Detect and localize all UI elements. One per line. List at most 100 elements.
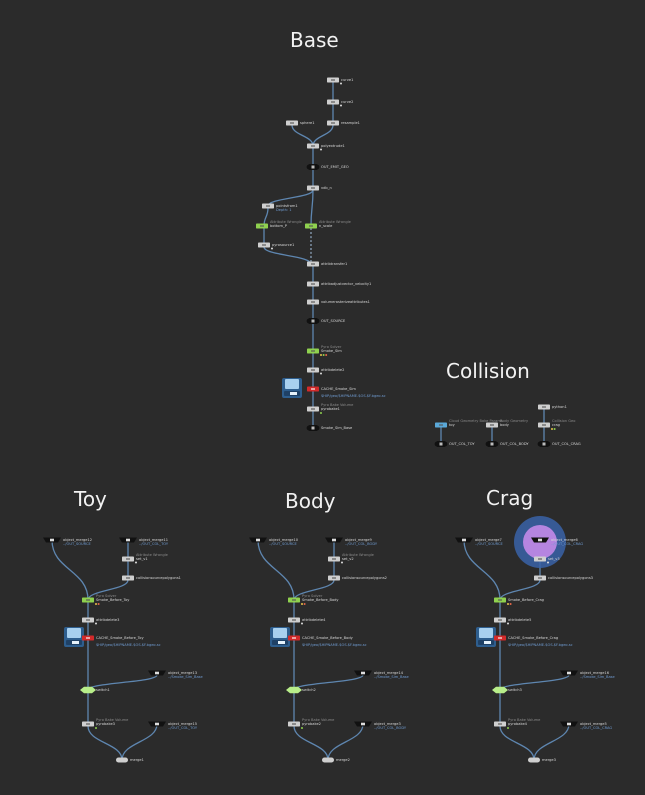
node-crag-cache[interactable]: [494, 635, 506, 641]
node-toy-set-v[interactable]: [122, 556, 137, 564]
node-attribdelete2[interactable]: [307, 367, 322, 375]
connection-wire: [463, 539, 501, 601]
connection-wire: [533, 723, 570, 761]
node-body-om-base[interactable]: [354, 670, 372, 676]
node-col-toy[interactable]: [435, 422, 447, 428]
node-crag-switch[interactable]: [492, 686, 508, 694]
node-path-label: ../OUT_SOURCE: [63, 541, 91, 546]
node-glyph: [498, 637, 502, 639]
node-col-crag[interactable]: [538, 422, 556, 431]
node-crag-om-source[interactable]: [455, 537, 473, 543]
node-toy-sim[interactable]: [82, 597, 100, 606]
node-toy-om-col[interactable]: [119, 537, 137, 543]
node-toy-collision-src[interactable]: [122, 575, 134, 581]
node-type-hint: Collision Geo: [552, 418, 576, 423]
node-crag-set-v-label: set_v3: [548, 556, 560, 561]
node-out-col-crag[interactable]: [537, 441, 551, 447]
node-smoke-sim-base[interactable]: [306, 425, 320, 431]
node-glyph: [266, 205, 270, 207]
node-toy-om-out[interactable]: [148, 721, 166, 727]
node-pointsfrom[interactable]: [262, 203, 274, 209]
node-n-scale[interactable]: [305, 223, 317, 229]
node-crag-attribdelete-label: attribdelete5: [508, 617, 532, 622]
node-crag-attribdelete[interactable]: [494, 617, 509, 625]
node-badge: [462, 538, 466, 542]
node-body-pyrobake[interactable]: [288, 721, 303, 730]
node-toy-pyrobake[interactable]: [82, 721, 97, 730]
node-glyph: [331, 101, 335, 103]
node-curve1[interactable]: [327, 77, 342, 85]
node-resample1[interactable]: [327, 120, 339, 126]
node-lobe: [314, 318, 320, 324]
node-cache-smoke-sim[interactable]: [307, 386, 319, 392]
node-cache-icon-base[interactable]: [282, 378, 302, 398]
node-body-set-v[interactable]: [328, 556, 343, 564]
node-crag-om-col[interactable]: [531, 537, 549, 543]
node-bottom-p[interactable]: [256, 223, 268, 229]
node-pyrosource1[interactable]: [258, 242, 273, 250]
display-flag-icon: [320, 372, 322, 375]
node-col-body[interactable]: [486, 422, 498, 428]
node-crag-om-base[interactable]: [560, 670, 578, 676]
node-body-attribdelete[interactable]: [288, 617, 303, 625]
node-curve2[interactable]: [327, 99, 342, 107]
node-smoke-sim-label: Smoke_Sim: [321, 348, 342, 353]
node-crag-sim-label: Smoke_Before_Crag: [508, 597, 544, 602]
node-type-hint: Attribute Wrangle: [136, 552, 168, 557]
node-body-om-source[interactable]: [249, 537, 267, 543]
node-crag-collision-src[interactable]: [534, 575, 546, 581]
node-out-emit-geo[interactable]: [306, 164, 320, 170]
node-glyph: [542, 424, 546, 426]
node-out-source[interactable]: [306, 318, 320, 324]
node-crag-sim[interactable]: [494, 597, 512, 606]
node-badge: [311, 426, 315, 430]
node-crag-cache-icon[interactable]: [476, 627, 496, 647]
merge-node-icon: [528, 757, 540, 763]
node-toy-merge[interactable]: [116, 757, 128, 763]
node-crag-set-v[interactable]: [534, 556, 549, 564]
node-vdb-n[interactable]: [307, 185, 319, 191]
node-body-collision-src[interactable]: [328, 575, 340, 581]
node-smoke-sim[interactable]: [307, 348, 328, 357]
node-out-col-body[interactable]: [485, 441, 499, 447]
node-toy-attribdelete[interactable]: [82, 617, 97, 625]
node-toy-cache-icon[interactable]: [64, 627, 84, 647]
node-type-hint: Body Geometry: [500, 418, 529, 423]
node-toy-om-base[interactable]: [148, 670, 166, 676]
node-body-om-source-label: object_merge10: [269, 537, 299, 542]
node-body-om-out[interactable]: [354, 721, 372, 727]
node-python1[interactable]: [538, 404, 550, 410]
cache-path-label: $HIP/geo/$HIPNAME.$OS.$F.bgeo.sc: [508, 643, 573, 647]
node-polyextrude1[interactable]: [307, 143, 322, 151]
node-attribadjust[interactable]: [307, 281, 319, 287]
node-pyrobake1[interactable]: [307, 406, 322, 415]
node-crag-om-out[interactable]: [560, 721, 578, 727]
node-out-col-toy[interactable]: [434, 441, 448, 447]
node-body-switch[interactable]: [286, 686, 302, 694]
node-crag-merge[interactable]: [528, 757, 540, 763]
node-badge: [567, 722, 571, 726]
cache-path-label: $HIP/geo/$HIPNAME.$OS.$F.bgeo.sc: [96, 643, 161, 647]
monitor-icon: [479, 628, 493, 638]
node-toy-cache[interactable]: [82, 635, 94, 641]
node-body-cache[interactable]: [288, 635, 300, 641]
node-crag-om-out-label: object_merge5: [580, 721, 607, 726]
node-attribtransfer1[interactable]: [307, 261, 319, 267]
node-toy-switch[interactable]: [80, 686, 96, 694]
node-body-sim[interactable]: [288, 597, 306, 606]
node-crag-pyrobake[interactable]: [494, 721, 509, 730]
node-badge: [361, 722, 365, 726]
node-type-hint: Pyro Bake Volume: [508, 717, 541, 722]
node-out-source-label: OUT_SOURCE: [321, 318, 346, 323]
node-body-merge[interactable]: [322, 757, 334, 763]
node-body-om-col[interactable]: [325, 537, 343, 543]
node-body-cache-icon[interactable]: [270, 627, 290, 647]
node-python1-label: python1: [552, 404, 567, 409]
node-toy-om-source[interactable]: [43, 537, 61, 543]
node-path-label: ../OUT_COL_CRAG: [551, 541, 584, 546]
node-badge: [332, 538, 336, 542]
node-sphere1[interactable]: [286, 120, 298, 126]
node-volumerasterize[interactable]: [307, 299, 319, 305]
status-dot-icon: [320, 412, 322, 414]
